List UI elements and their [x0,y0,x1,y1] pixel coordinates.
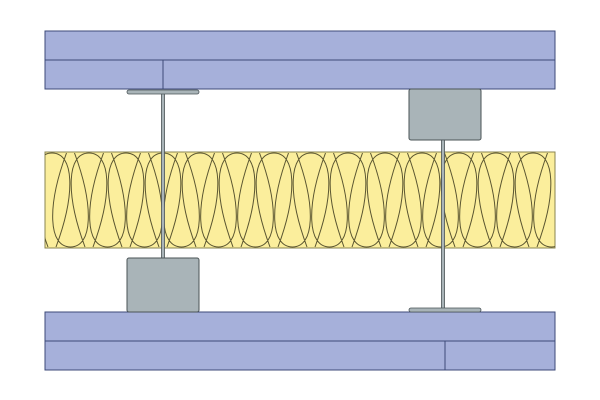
stud-right [408,88,482,313]
bottom-board-outer-right [444,340,556,371]
stud-right-web [441,139,445,310]
top-board-inner-left [44,59,164,90]
top-plasterboard [44,30,556,90]
stud-left-web [161,92,165,261]
bottom-board-outer-left [44,340,446,371]
bottom-board-inner [44,311,556,342]
insulation-layer [44,151,556,249]
stud-left-flange [126,89,200,95]
stud-left [126,89,200,313]
bottom-plasterboard [44,311,556,371]
stud-left-track [126,257,200,313]
insulation [44,151,556,249]
stud-right-track [408,88,482,141]
top-board-outer [44,30,556,61]
top-board-inner-right [162,59,556,90]
stud-right-flange [408,307,482,313]
